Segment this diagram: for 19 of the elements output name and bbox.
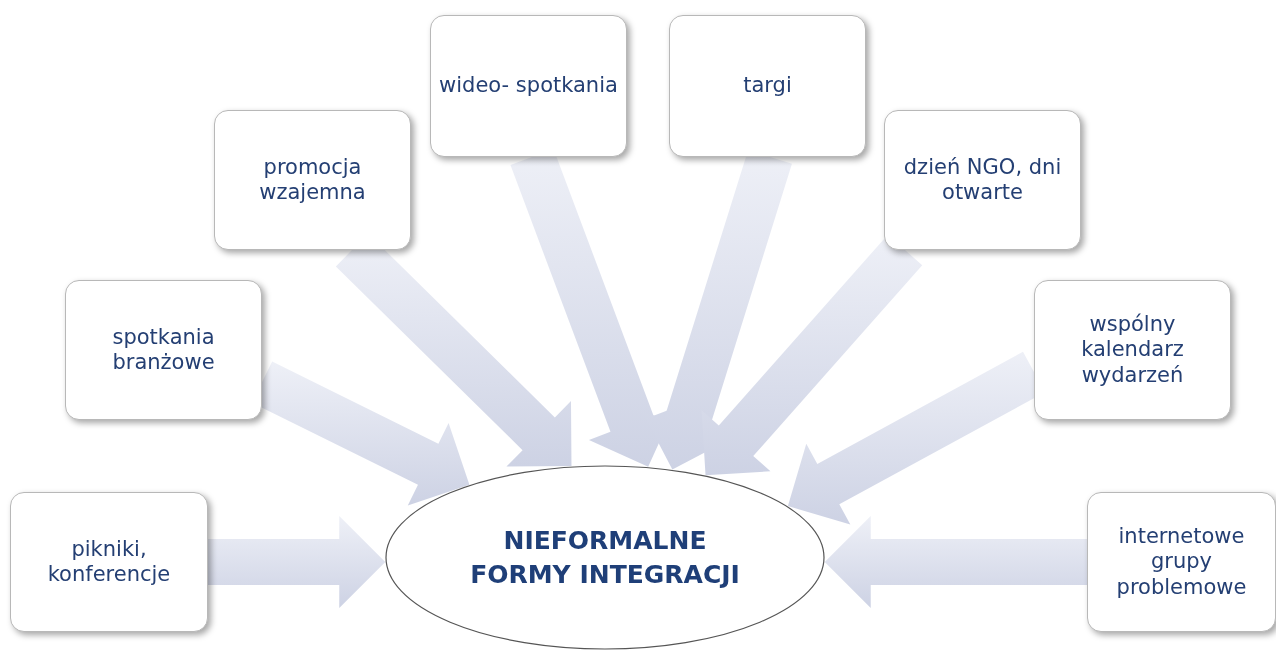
topic-box [669, 15, 866, 157]
topic-box [884, 110, 1081, 250]
topic-box [1087, 492, 1276, 632]
box-label: wideo- spotkania [439, 73, 618, 99]
box-label: wspólny kalendarz wydarzeń [1080, 312, 1185, 388]
box-label: dzień NGO, dni otwarte [902, 154, 1063, 206]
topic-box [10, 492, 208, 632]
topic-box [1034, 280, 1231, 420]
box-label: targi [743, 73, 792, 99]
block-arrow [824, 516, 1087, 608]
box-label: pikniki, konferencje [46, 536, 172, 588]
box-label: internetowe grupy problemowe [1115, 524, 1248, 600]
central-title: NIEFORMALNE FORMY INTEGRACJI [469, 524, 741, 591]
topic-box [214, 110, 411, 250]
topic-box [430, 15, 627, 157]
box-label: promocja wzajemna [258, 154, 367, 206]
topic-box [65, 280, 262, 420]
block-arrow [208, 516, 386, 608]
box-label: spotkania branżowe [111, 324, 216, 376]
